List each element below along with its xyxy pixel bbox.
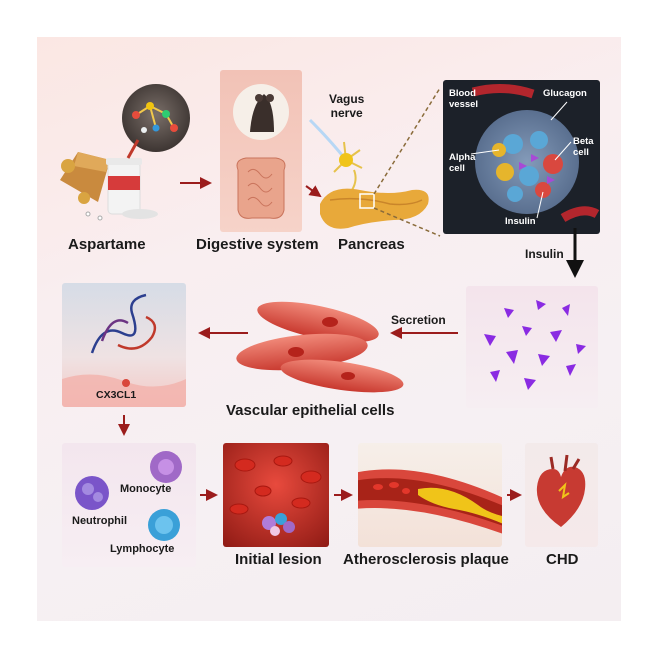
intestine-icon [236,157,286,219]
lymphocyte-icon [148,509,180,541]
insulin-label: Insulin [525,247,564,261]
monocyte-label: Monocyte [120,483,172,495]
digestive-system-panel [220,70,302,232]
immune-cells-panel: Monocyte Neutrophil Lymphocyte [62,443,196,567]
molecule-bubble [122,84,190,152]
neutrophil-icon [75,476,109,510]
chd-panel [525,443,598,547]
red-blood-cell-icon [229,455,322,515]
plaque-icon [418,487,502,524]
digestive-system-label: Digestive system [196,236,319,253]
secretion-label: Secretion [391,313,446,327]
beta-cell-label: Beta cell [573,136,594,158]
neutrophil-label: Neutrophil [72,515,127,527]
insulin-particles-panel [466,286,598,408]
vascular-epithelial-cells-label: Vascular epithelial cells [226,402,395,419]
cx3cl1-panel: CX3CL1 [62,283,186,407]
atherosclerosis-plaque-panel [358,443,502,547]
immune-cell-cluster-icon [262,513,295,536]
blood-vessel-icon [471,84,535,99]
islet-icon [475,110,579,214]
lymphocyte-label: Lymphocyte [110,543,175,555]
vagus-nerve-label: Vagus nerve [329,92,365,120]
initial-lesion-label: Initial lesion [235,551,322,568]
insulin-inset-label: Insulin [505,216,536,227]
insulin-particle-icon [484,300,586,390]
islet-inset-panel: Blood vessel Glucagon Beta cell Alpha ce… [443,80,600,234]
aspartame-label: Aspartame [68,236,146,253]
mouse-icon [250,94,274,132]
glucagon-label: Glucagon [543,88,587,99]
aspartame-illustration [48,80,198,230]
monocyte-icon [150,451,182,483]
pancreas-label: Pancreas [338,236,405,253]
chd-label: CHD [546,551,579,568]
heart-icon [536,454,586,527]
cx3cl1-label: CX3CL1 [96,389,137,401]
cx3cl1-protein-icon [90,293,157,354]
alpha-cell-label: Alpha cell [449,152,476,174]
atherosclerosis-plaque-label: Atherosclerosis plaque [343,551,509,568]
initial-lesion-panel [223,443,329,547]
blood-vessel-label: Blood vessel [449,88,479,110]
